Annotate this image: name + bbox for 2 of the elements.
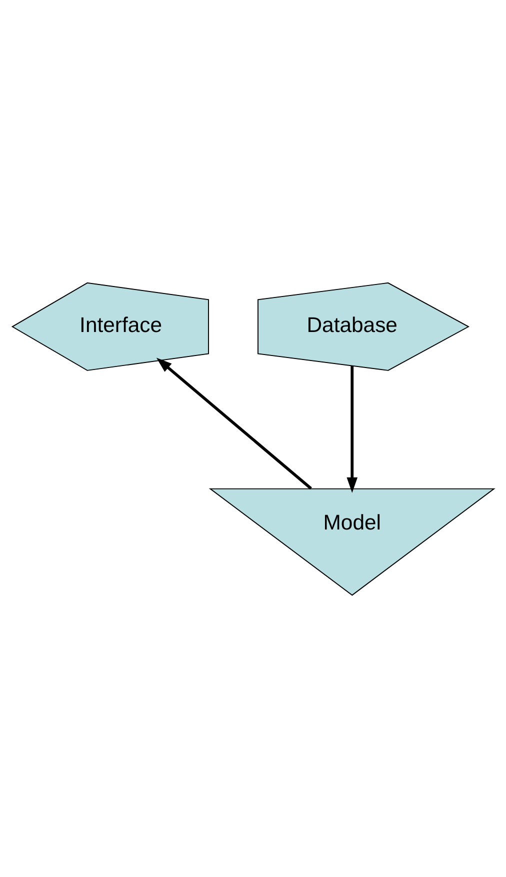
arrow [156,357,312,490]
arrow [346,365,358,492]
